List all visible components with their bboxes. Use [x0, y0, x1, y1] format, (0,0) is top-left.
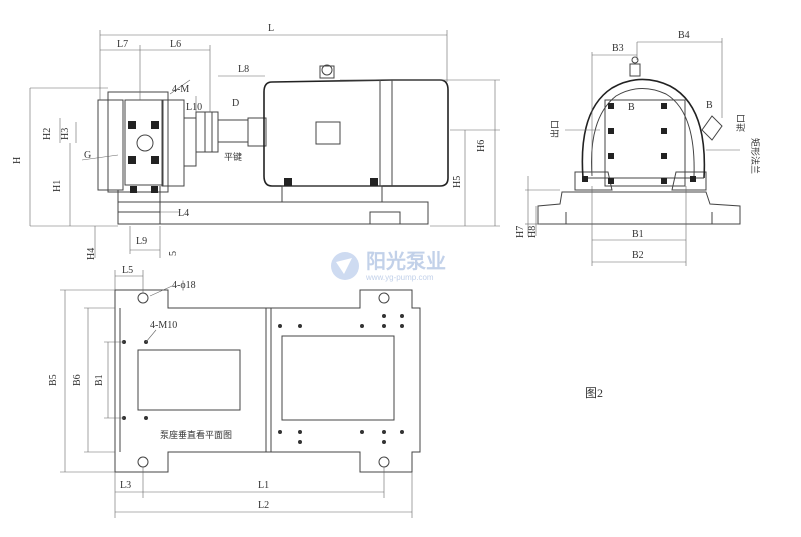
- label-H7: H7: [515, 226, 526, 238]
- mount-hole-tr: [378, 292, 390, 304]
- label-L: L: [268, 23, 274, 34]
- label-B5: B5: [48, 374, 59, 386]
- label-pump-note: 泵座垂直看平面图: [160, 429, 232, 440]
- base-foot-right: [369, 211, 401, 225]
- label-key: 平键: [224, 151, 242, 162]
- label-H: H: [12, 157, 23, 164]
- side-dimensions: [525, 38, 740, 266]
- label-B6: B6: [72, 374, 83, 386]
- label-L8: L8: [238, 64, 249, 75]
- label-L6: L6: [170, 39, 181, 50]
- label-H4: H4: [86, 248, 97, 260]
- side-bolts: [582, 103, 696, 184]
- figure-label: 图2: [585, 386, 603, 400]
- label-L1: L1: [258, 480, 269, 491]
- label-L5: L5: [122, 265, 133, 276]
- label-flange: 矩形法兰: [750, 138, 761, 174]
- mount-hole-br: [378, 456, 390, 468]
- plan-view: L5 4-ϕ18 4-M10 B5 B6 B1 泵座垂直看平面图 L3 L1 L…: [48, 265, 421, 518]
- label-B1-side: B1: [632, 229, 644, 240]
- label-inlet: 进口: [736, 114, 746, 132]
- plan-bolt-holes: [122, 314, 404, 444]
- label-H6: H6: [476, 140, 487, 152]
- label-L4: L4: [178, 208, 189, 219]
- front-dimensions: [29, 30, 500, 258]
- label-L2: L2: [258, 500, 269, 511]
- watermark-brand: 阳光泵业: [366, 250, 446, 273]
- front-view: L L7 L6 L8 4-M L10 D 平键 H H1 H2 H3 G H4 …: [12, 23, 500, 260]
- label-4-M: 4-M: [172, 84, 189, 95]
- base-plate: [117, 201, 429, 225]
- label-B4: B4: [678, 30, 690, 41]
- label-B: B: [706, 100, 713, 111]
- label-H5: H5: [452, 176, 463, 188]
- mount-hole-tl: [137, 292, 149, 304]
- label-H1: H1: [52, 180, 63, 192]
- label-H8: H8: [527, 226, 538, 238]
- label-B3: B3: [612, 43, 624, 54]
- label-L3: L3: [120, 480, 131, 491]
- mount-hole-bl: [137, 456, 149, 468]
- pump-body: [97, 91, 197, 212]
- label-5: 5: [168, 251, 179, 256]
- label-H2: H2: [42, 128, 53, 140]
- base-foot-left: [117, 211, 161, 225]
- watermark: 阳光泵业 www.yg-pump.com: [331, 250, 446, 282]
- label-L9: L9: [136, 236, 147, 247]
- label-L7: L7: [117, 39, 128, 50]
- label-4-M10: 4-M10: [150, 320, 177, 331]
- plan-dimensions: [60, 270, 413, 518]
- label-B1-plan: B1: [94, 374, 105, 386]
- side-view: B3 B4 B B 出口 进口 矩形法兰 H7 H8 B1 B2: [515, 30, 761, 266]
- label-L10: L10: [186, 102, 202, 113]
- pump-bolt-holes: [128, 121, 159, 193]
- label-D: D: [232, 98, 239, 109]
- label-G: G: [84, 150, 91, 161]
- watermark-url: www.yg-pump.com: [365, 273, 434, 282]
- label-H3: H3: [60, 128, 71, 140]
- label-outlet: 出口: [549, 120, 560, 138]
- motor: [263, 64, 449, 203]
- label-B-inner: B: [628, 102, 635, 113]
- coupling: [195, 111, 267, 153]
- label-B2: B2: [632, 250, 644, 261]
- label-4-phi18: 4-ϕ18: [172, 280, 196, 291]
